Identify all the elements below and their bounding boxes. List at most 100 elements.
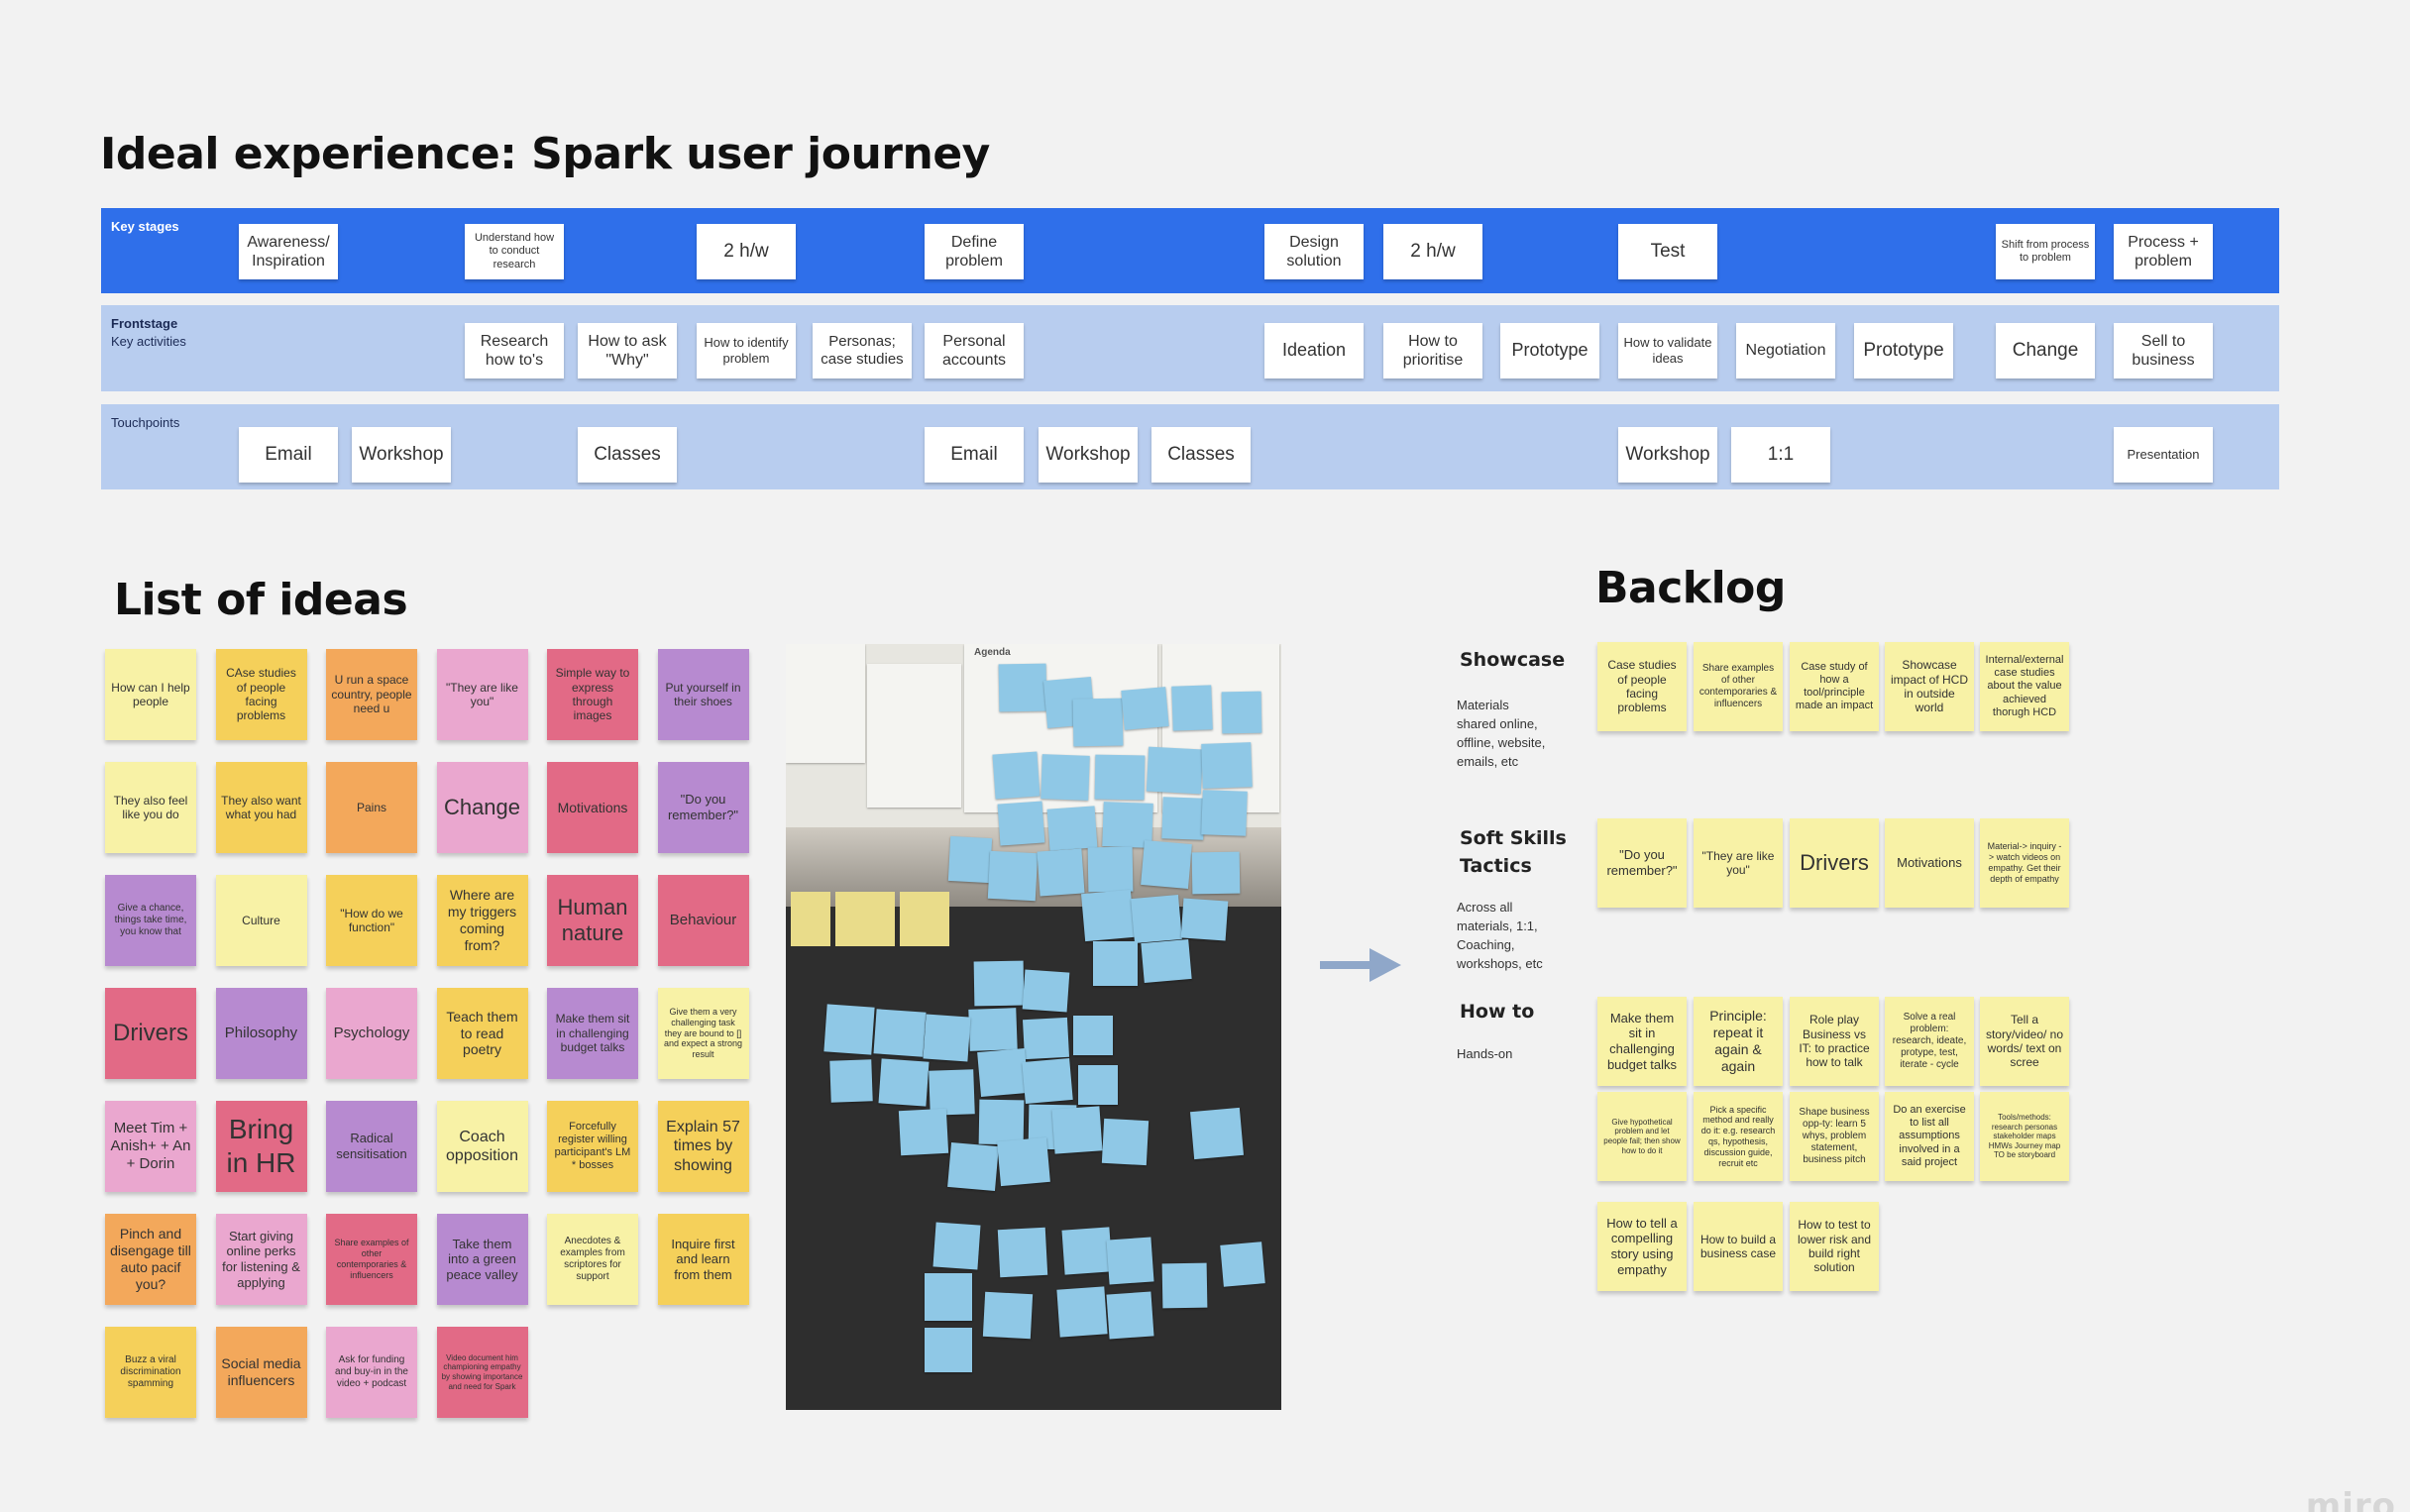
idea-sticky-note[interactable]: How can I help people [105,649,196,740]
idea-sticky-note[interactable]: Put yourself in their shoes [657,649,749,740]
idea-sticky-note[interactable]: Buzz a viral discrimination spamming [105,1327,196,1418]
backlog-sticky-note[interactable]: Solve a real problem: research, ideate, … [1885,997,1974,1086]
frontstage-card[interactable]: Personas; case studies [813,323,912,378]
photo-paper [867,664,961,808]
backlog-sticky-note[interactable]: Principle: repeat it again & again [1694,997,1783,1086]
backlog-sticky-note[interactable]: How to tell a compelling story using emp… [1597,1202,1687,1291]
key-stages-card[interactable]: Awareness/ Inspiration [239,224,338,279]
idea-sticky-note[interactable]: Meet Tim + Anish+ + An + Dorin [105,1101,196,1192]
idea-sticky-note[interactable]: Ask for funding and buy-in in the video … [326,1327,417,1418]
touchpoints-card[interactable]: Presentation [2114,427,2213,483]
backlog-sticky-note[interactable]: Showcase impact of HCD in outside world [1885,642,1974,731]
idea-sticky-note[interactable]: CAse studies of people facing problems [215,649,307,740]
backlog-sticky-note[interactable]: Share examples of other contemporaries &… [1694,642,1783,731]
frontstage-card[interactable]: Sell to business [2114,323,2213,378]
backlog-sticky-note[interactable]: Do an exercise to list all assumptions i… [1885,1092,1974,1181]
idea-sticky-note[interactable]: Start giving online perks for listening … [215,1214,307,1305]
idea-sticky-note[interactable]: Give them a very challenging task they a… [657,988,749,1079]
backlog-sticky-note[interactable]: Case studies of people facing problems [1597,642,1687,731]
idea-sticky-note[interactable]: Forcefully register willing participant'… [547,1101,638,1192]
frontstage-card[interactable]: How to prioritise [1383,323,1482,378]
idea-sticky-note[interactable]: Culture [215,875,307,966]
idea-sticky-note[interactable]: Where are my triggers coming from? [436,875,528,966]
idea-sticky-note[interactable]: Radical sensitisation [326,1101,417,1192]
idea-sticky-note[interactable]: Drivers [105,988,196,1079]
backlog-sticky-note[interactable]: How to test to lower risk and build righ… [1790,1202,1879,1291]
idea-sticky-note[interactable]: Take them into a green peace valley [436,1214,528,1305]
frontstage-card[interactable]: How to ask "Why" [578,323,677,378]
backlog-sticky-note[interactable]: Give hypothetical problem and let people… [1597,1092,1687,1181]
key-stages-card[interactable]: 2 h/w [697,224,796,279]
key-stages-card[interactable]: Process + problem [2114,224,2213,279]
idea-sticky-note[interactable]: Bring in HR [215,1101,307,1192]
touchpoints-card[interactable]: Email [925,427,1024,483]
backlog-sticky-note[interactable]: Pick a specific method and really do it:… [1694,1092,1783,1181]
idea-sticky-note[interactable]: Anecdotes & examples from scriptores for… [547,1214,638,1305]
backlog-sticky-note[interactable]: Case study of how a tool/principle made … [1790,642,1879,731]
idea-sticky-note[interactable]: Give a chance, things take time, you kno… [105,875,196,966]
idea-sticky-note[interactable]: Social media influencers [215,1327,307,1418]
backlog-sticky-note[interactable]: Internal/external case studies about the… [1980,642,2069,731]
backlog-sticky-note[interactable]: "Do you remember?" [1597,818,1687,908]
idea-sticky-note[interactable]: "They are like you" [436,649,528,740]
idea-sticky-note[interactable]: They also want what you had [215,762,307,853]
idea-sticky-note[interactable]: Human nature [547,875,638,966]
frontstage-card[interactable]: How to validate ideas [1618,323,1717,378]
idea-sticky-note[interactable]: U run a space country, people need u [326,649,417,740]
idea-sticky-note[interactable]: "Do you remember?" [657,762,749,853]
section-description: Materials shared online, offline, websit… [1457,698,1546,769]
key-stages-label: Key stages [111,219,179,234]
idea-sticky-note[interactable]: They also feel like you do [105,762,196,853]
idea-sticky-note[interactable]: Make them sit in challenging budget talk… [547,988,638,1079]
idea-sticky-note[interactable]: Explain 57 times by showing [657,1101,749,1192]
frontstage-card[interactable]: Prototype [1500,323,1599,378]
touchpoints-card[interactable]: Email [239,427,338,483]
backlog-sticky-note[interactable]: Motivations [1885,818,1974,908]
backlog-sticky-note[interactable]: Tools/methods: research personas stakeho… [1980,1092,2069,1181]
key-stages-card[interactable]: 2 h/w [1383,224,1482,279]
idea-sticky-note[interactable]: Philosophy [215,988,307,1079]
touchpoints-card[interactable]: Classes [1151,427,1251,483]
frontstage-card[interactable]: Change [1996,323,2095,378]
idea-sticky-note[interactable]: Pinch and disengage till auto pacif you? [105,1214,196,1305]
frontstage-card[interactable]: How to identify problem [697,323,796,378]
backlog-sticky-note[interactable]: Tell a story/video/ no words/ text on sc… [1980,997,2069,1086]
backlog-sticky-note[interactable]: Make them sit in challenging budget talk… [1597,997,1687,1086]
idea-sticky-note[interactable]: Motivations [547,762,638,853]
backlog-sticky-note[interactable]: Material-> inquiry -> watch videos on em… [1980,818,2069,908]
frontstage-card[interactable]: Ideation [1264,323,1364,378]
idea-sticky-note[interactable]: Pains [326,762,417,853]
touchpoints-card[interactable]: Workshop [1618,427,1717,483]
backlog-sticky-note[interactable]: Drivers [1790,818,1879,908]
key-stages-card[interactable]: Design solution [1264,224,1364,279]
frontstage-card[interactable]: Prototype [1854,323,1953,378]
idea-sticky-note[interactable]: Video document him championing empathy b… [436,1327,528,1418]
idea-sticky-note[interactable]: Inquire first and learn from them [657,1214,749,1305]
idea-sticky-note[interactable]: Psychology [326,988,417,1079]
idea-sticky-note[interactable]: "How do we function" [326,875,417,966]
frontstage-card[interactable]: Personal accounts [925,323,1024,378]
backlog-sticky-note[interactable]: How to build a business case [1694,1202,1783,1291]
touchpoints-card[interactable]: Classes [578,427,677,483]
photo-blue-note [977,1047,1029,1098]
idea-sticky-note[interactable]: Coach opposition [436,1101,528,1192]
frontstage-card[interactable]: Negotiation [1736,323,1835,378]
idea-sticky-note[interactable]: Teach them to read poetry [436,988,528,1079]
key-stages-card[interactable]: Understand how to conduct research [465,224,564,279]
key-stages-card[interactable]: Test [1618,224,1717,279]
idea-sticky-note[interactable]: Share examples of other contemporaries &… [326,1214,417,1305]
idea-sticky-note[interactable]: Change [436,762,528,853]
frontstage-card[interactable]: Research how to's [465,323,564,378]
key-stages-card[interactable]: Shift from process to problem [1996,224,2095,279]
backlog-sticky-note[interactable]: Role play Business vs IT: to practice ho… [1790,997,1879,1086]
idea-sticky-note[interactable]: Behaviour [657,875,749,966]
touchpoints-card[interactable]: 1:1 [1731,427,1830,483]
touchpoints-card[interactable]: Workshop [352,427,451,483]
key-stages-card[interactable]: Define problem [925,224,1024,279]
whiteboard-photo[interactable]: Agenda [786,644,1281,1410]
touchpoints-card[interactable]: Workshop [1039,427,1138,483]
backlog-sticky-note[interactable]: Shape business opp-ty: learn 5 whys, pro… [1790,1092,1879,1181]
backlog-sticky-note[interactable]: "They are like you" [1694,818,1783,908]
idea-sticky-note[interactable]: Simple way to express through images [547,649,638,740]
